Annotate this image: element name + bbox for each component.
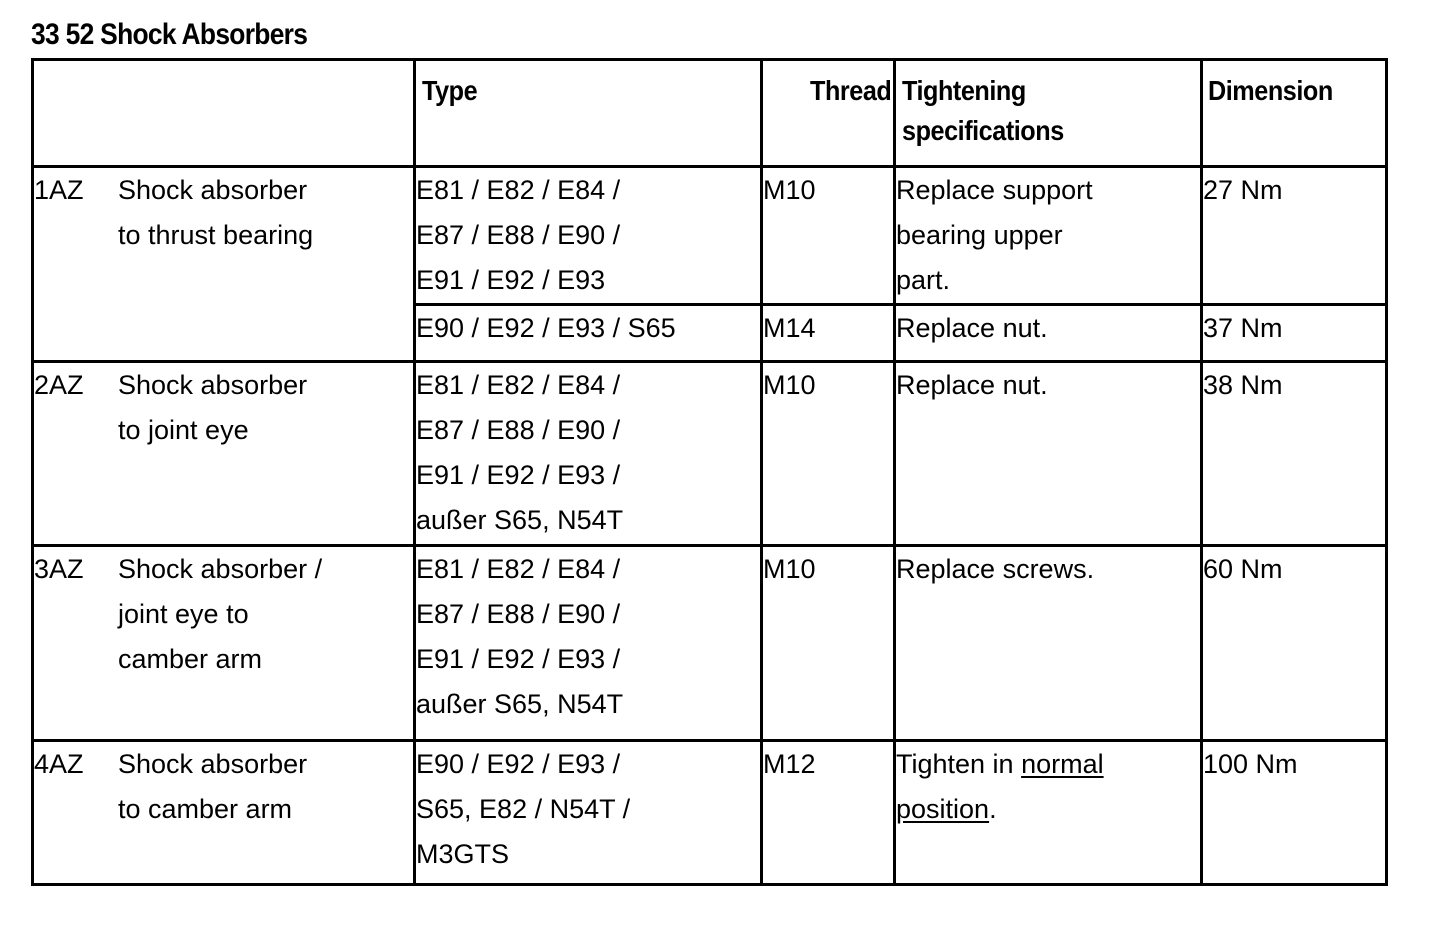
cell-thread: M10 (760, 165, 896, 306)
header-dimension: Dimension (1200, 58, 1388, 168)
table-row: 4AZ Shock absorber to camber arm E90 / E… (31, 739, 1388, 886)
component-code: 1AZ (34, 175, 84, 205)
tightening-emphasis: position (896, 794, 990, 824)
component-description-line: Shock absorber (118, 749, 308, 779)
component-code: 2AZ (34, 370, 84, 400)
cell-dimension: 27 Nm (1200, 165, 1388, 306)
tightening-emphasis: normal (1021, 749, 1104, 779)
cell-dimension: 100 Nm (1200, 739, 1388, 886)
cell-tightening-specifications: Replace nut. (893, 303, 1203, 363)
page-title: 33 52 Shock Absorbers (31, 18, 308, 51)
header-tightening-specifications: Tightening specifications (893, 58, 1203, 168)
cell-dimension: 38 Nm (1200, 360, 1388, 547)
cell-tightening-specifications: Replace support bearing upper part. (893, 165, 1203, 306)
cell-type: E81 / E82 / E84 / E87 / E88 / E90 / E91 … (413, 544, 763, 742)
cell-type: E81 / E82 / E84 / E87 / E88 / E90 / E91 … (413, 360, 763, 547)
cell-type: E90 / E92 / E93 / S65 (413, 303, 763, 363)
cell-component-2az: 2AZ Shock absorber to joint eye (31, 360, 416, 547)
table-row: 3AZ Shock absorber / joint eye to camber… (31, 544, 1388, 742)
component-description-line: to joint eye (118, 415, 249, 445)
component-description-line: Shock absorber (118, 175, 308, 205)
component-description-line: Shock absorber / (118, 554, 323, 584)
table-header-row: Type Thread Tightening specifications Di… (31, 58, 1388, 168)
tightening-prefix: Tighten in (896, 749, 1022, 779)
shock-absorbers-spec-table: Type Thread Tightening specifications Di… (31, 58, 1388, 886)
component-code: 3AZ (34, 554, 84, 584)
cell-thread: M14 (760, 303, 896, 363)
header-component (31, 58, 416, 168)
cell-type: E90 / E92 / E93 / S65, E82 / N54T / M3GT… (413, 739, 763, 886)
component-description-line: to camber arm (118, 794, 293, 824)
table-row: 1AZ Shock absorber to thrust bearing E81… (31, 165, 1388, 363)
cell-tightening-specifications: Replace screws. (893, 544, 1203, 742)
cell-component-1az: 1AZ Shock absorber to thrust bearing (31, 165, 416, 363)
header-thread: Thread (760, 58, 896, 168)
component-description-line: joint eye to (118, 599, 249, 629)
cell-thread: M10 (760, 360, 896, 547)
component-description-line: Shock absorber (118, 370, 308, 400)
table-row: E90 / E92 / E93 / S65 M14 Replace nut. 3… (33, 303, 1388, 363)
cell-component-3az: 3AZ Shock absorber / joint eye to camber… (31, 544, 416, 742)
tightening-suffix: . (989, 794, 997, 824)
cell-type: E81 / E82 / E84 / E87 / E88 / E90 / E91 … (413, 165, 763, 306)
component-description-line: to thrust bearing (118, 220, 314, 250)
table-row: 2AZ Shock absorber to joint eye E81 / E8… (31, 360, 1388, 547)
cell-tightening-specifications: Tighten in normal position. (893, 739, 1203, 886)
component-description-line: camber arm (118, 644, 263, 674)
cell-component-4az: 4AZ Shock absorber to camber arm (31, 739, 416, 886)
cell-tightening-specifications: Replace nut. (893, 360, 1203, 547)
component-code: 4AZ (34, 749, 84, 779)
header-type: Type (413, 58, 763, 168)
cell-dimension: 60 Nm (1200, 544, 1388, 742)
cell-dimension: 37 Nm (1200, 303, 1388, 363)
cell-thread: M12 (760, 739, 896, 886)
cell-thread: M10 (760, 544, 896, 742)
